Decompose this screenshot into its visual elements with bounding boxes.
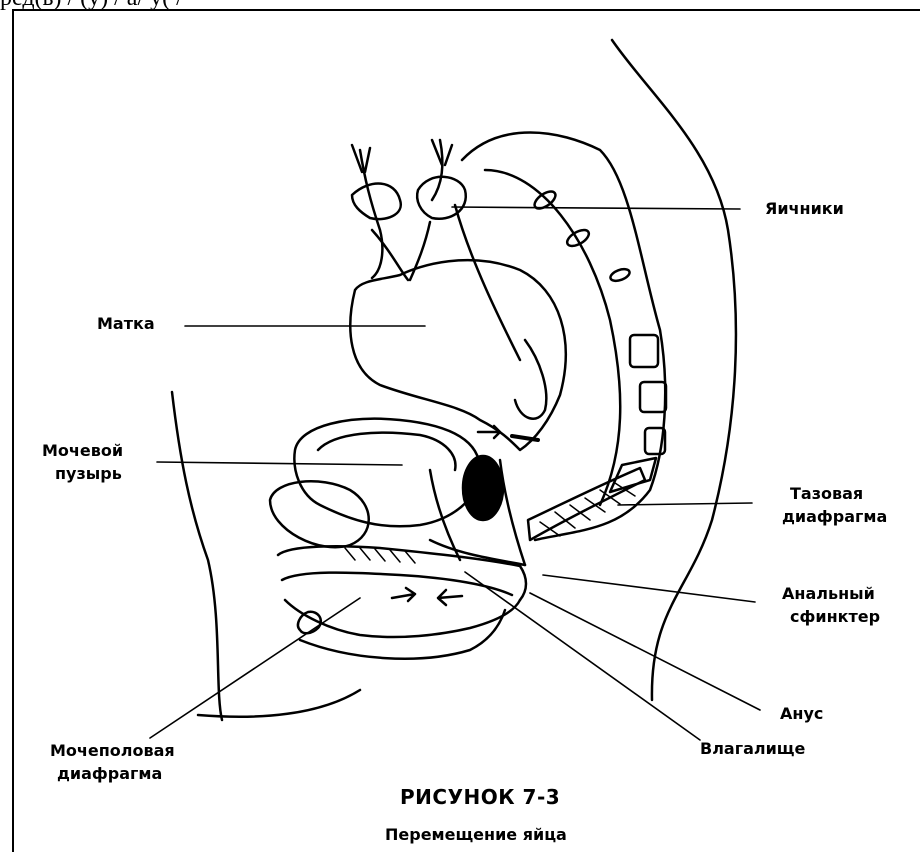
label-anal-sphincter-line1: Анальный [782, 583, 875, 605]
label-vagina: Влагалище [700, 738, 805, 760]
label-uterus: Матка [97, 313, 155, 335]
ovaries-tubes [352, 140, 466, 280]
label-urogenital-diaphragm-line1: Мочеполовая [50, 740, 175, 762]
perineum-floor [278, 546, 526, 658]
body-outline [172, 40, 736, 720]
bladder [294, 419, 480, 527]
label-bladder-line1: Мочевой [42, 440, 123, 462]
label-bladder-line2: пузырь [55, 463, 122, 485]
figure-title: РИСУНОК 7-3 [400, 785, 560, 809]
label-pelvic-diaphragm-line1: Тазовая [790, 483, 863, 505]
pubic-bone [270, 481, 369, 547]
leader-lines [150, 207, 760, 740]
label-pelvic-diaphragm-line2: диафрагма [782, 506, 887, 528]
cervix-rectum [430, 456, 525, 565]
label-anus: Анус [780, 703, 823, 725]
label-anal-sphincter-line2: сфинктер [790, 606, 880, 628]
label-ovaries: Яичники [765, 198, 844, 220]
arrows [392, 426, 538, 605]
label-urogenital-diaphragm-line2: диафрагма [57, 763, 162, 785]
figure-subtitle: Перемещение яйца [385, 825, 567, 844]
